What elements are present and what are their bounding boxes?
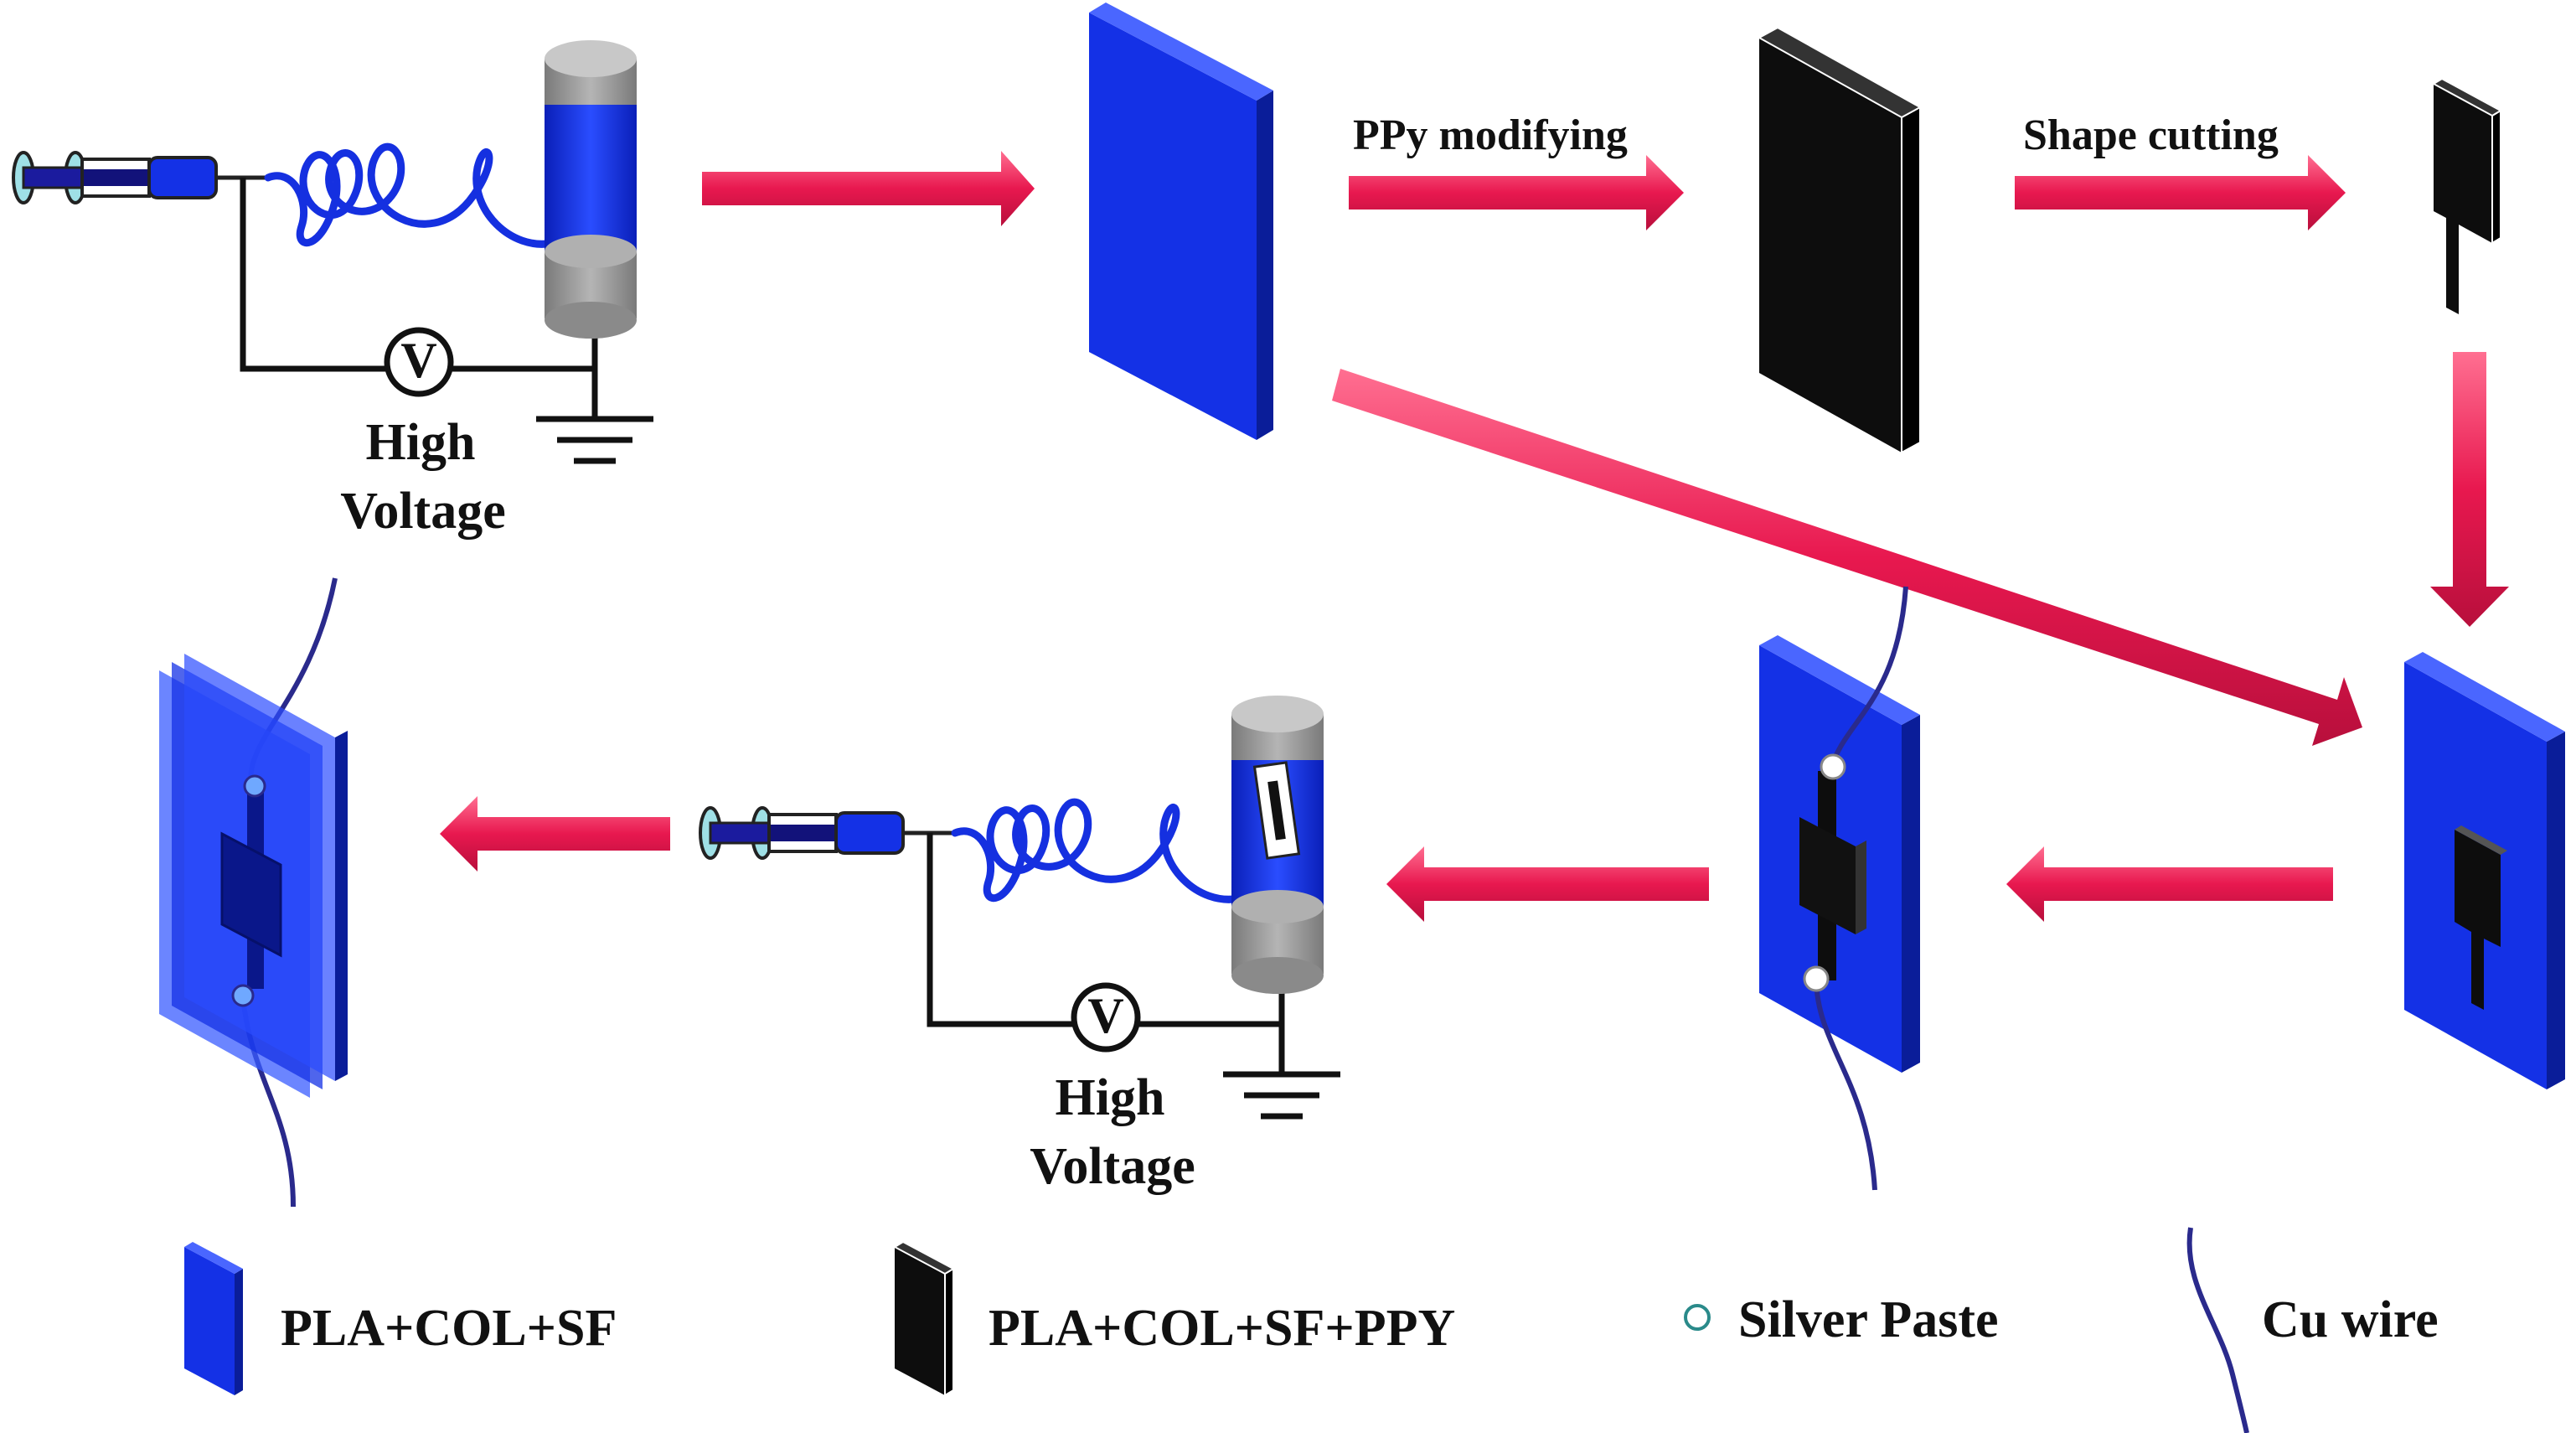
legend-item-silver: Silver Paste [1684, 1291, 1999, 1348]
legend-label-blue: PLA+COL+SF [281, 1300, 617, 1357]
silver-paste-dot-final-lower [231, 984, 255, 1007]
electrospinning-setup-bottom: V High Voltage [700, 696, 1340, 1195]
membrane-with-electrode [2404, 652, 2565, 1089]
silver-paste-dot-upper [1820, 753, 1846, 780]
electrospinning-setup-top: V High Voltage [13, 40, 653, 540]
silver-paste-dot-final-upper [243, 774, 266, 798]
cu-wire-upper [1828, 586, 1908, 772]
legend-label-silver: Silver Paste [1738, 1291, 1999, 1348]
legend-label-wire: Cu wire [2262, 1291, 2439, 1348]
sample-on-collector-icon [1252, 761, 1301, 860]
arrow-ppy [1349, 155, 1684, 230]
silver-paste-dot-lower [1803, 965, 1830, 992]
high-voltage-label-top-1: High [366, 414, 476, 471]
blue-membrane [1089, 3, 1273, 440]
shape-cutting-label: Shape cutting [2023, 111, 2279, 159]
legend-item-wire: Cu wire [2186, 1227, 2439, 1433]
silver-paste-icon [1684, 1304, 1711, 1331]
cut-black-electrode [2431, 77, 2503, 314]
arrow-left-2 [1386, 846, 1709, 922]
legend-item-blue: PLA+COL+SF [184, 1242, 617, 1395]
high-voltage-label-top-2: Voltage [340, 483, 505, 540]
arrow-down [2430, 352, 2509, 627]
arrow-right-1 [702, 151, 1035, 226]
cu-wire-lower [1814, 980, 1877, 1191]
legend-label-black: PLA+COL+SF+PPY [989, 1300, 1455, 1357]
arrow-diagonal [1332, 369, 2362, 746]
black-membrane [1757, 26, 1923, 454]
voltmeter-symbol-bottom: V [1087, 988, 1123, 1043]
legend-item-black: PLA+COL+SF+PPY [892, 1240, 1455, 1397]
arrow-left-3 [440, 796, 670, 872]
membrane-with-wires [1759, 586, 1920, 1191]
arrow-shape-cutting [2015, 155, 2346, 230]
cu-wire-icon [2186, 1227, 2249, 1433]
legend-black-swatch [895, 1247, 945, 1395]
legend: PLA+COL+SF PLA+COL+SF+PPY Silver Paste C… [184, 1227, 2439, 1433]
high-voltage-label-bottom-1: High [1056, 1069, 1165, 1126]
voltmeter-symbol-top: V [400, 333, 436, 388]
legend-blue-swatch [184, 1247, 235, 1395]
final-device [159, 577, 348, 1208]
arrow-left-1 [2006, 846, 2333, 922]
high-voltage-label-bottom-2: Voltage [1030, 1138, 1195, 1195]
ppy-modifying-label: PPy modifying [1353, 111, 1628, 159]
